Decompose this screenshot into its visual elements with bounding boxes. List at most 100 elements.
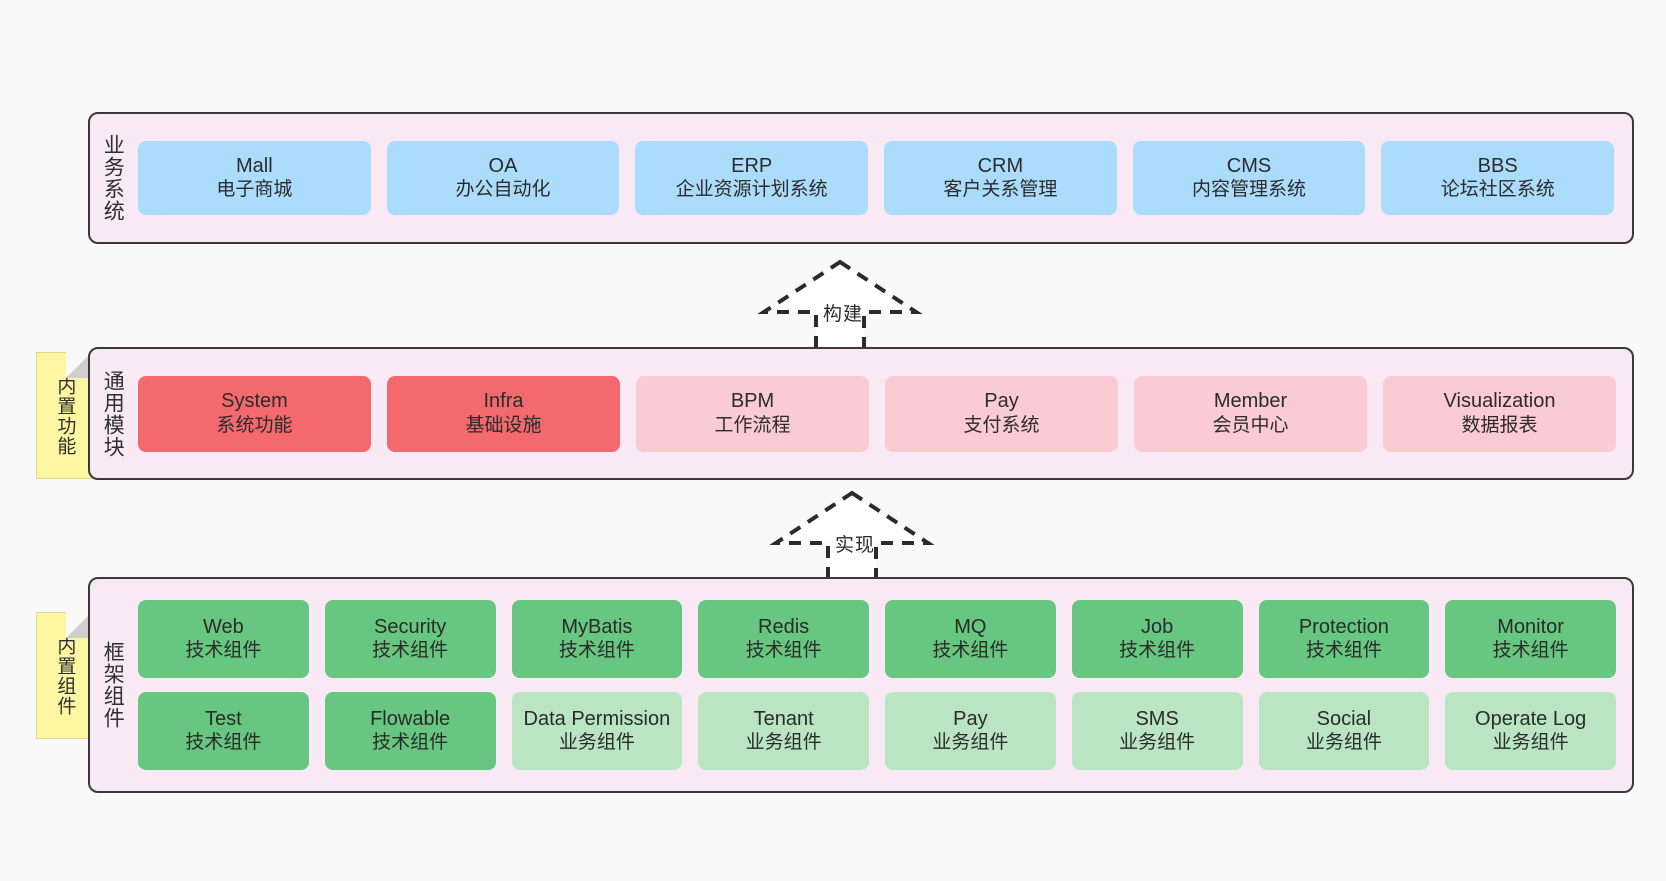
layer-label-common-modules: 通用模块	[101, 369, 125, 458]
card-title: Member	[1213, 390, 1288, 413]
card-subtitle: 业务组件	[1119, 732, 1196, 754]
layer-label-framework-components: 框架组件	[101, 641, 125, 729]
card-subtitle: 技术组件	[1305, 640, 1382, 662]
card-title: Monitor	[1497, 615, 1564, 638]
card-social[interactable]: Social 业务组件	[1258, 692, 1430, 770]
card-operate-log[interactable]: Operate Log 业务组件	[1445, 692, 1616, 770]
card-subtitle: 技术组件	[558, 640, 635, 662]
card-title: Social	[1316, 707, 1372, 730]
card-title: Pay	[953, 707, 988, 730]
layer-body-common-modules: System 系统功能 Infra 基础设施 BPM 工作流程 Pay 支付系统…	[134, 349, 1632, 478]
card-row: System 系统功能 Infra 基础设施 BPM 工作流程 Pay 支付系统…	[138, 375, 1616, 452]
card-subtitle: 电子商城	[216, 179, 293, 201]
card-title: BPM	[730, 390, 775, 413]
card-title: Mall	[236, 154, 273, 177]
sticky-note-builtin-components: 内置组件	[36, 612, 92, 739]
card-oa[interactable]: OA 办公自动化	[386, 141, 620, 215]
card-title: Security	[374, 615, 447, 638]
card-title: MQ	[954, 615, 987, 638]
card-subtitle: 支付系统	[963, 414, 1040, 436]
card-test[interactable]: Test 技术组件	[138, 692, 309, 770]
arrow-build: 构建	[757, 258, 923, 352]
card-subtitle: 业务组件	[1305, 732, 1382, 754]
card-mybatis[interactable]: MyBatis 技术组件	[511, 600, 683, 678]
card-subtitle: 企业资源计划系统	[675, 179, 828, 201]
card-flowable[interactable]: Flowable 技术组件	[324, 692, 496, 770]
card-subtitle: 业务组件	[558, 732, 635, 754]
sticky-note-label: 内置组件	[54, 635, 76, 716]
card-subtitle: 客户关系管理	[943, 179, 1058, 201]
card-cms[interactable]: CMS 内容管理系统	[1132, 141, 1366, 215]
card-crm[interactable]: CRM 客户关系管理	[884, 141, 1117, 215]
card-title: SMS	[1135, 707, 1179, 730]
layer-label-business-systems: 业务系统	[101, 134, 125, 222]
layer-body-business-systems: Mall 电子商城 OA 办公自动化 ERP 企业资源计划系统 CRM 客户关系…	[134, 114, 1632, 242]
card-title: Operate Log	[1475, 707, 1587, 730]
card-title: Flowable	[370, 707, 451, 730]
layer-framework-components: 框架组件 Web 技术组件 Security 技术组件 MyBatis 技术组件…	[88, 577, 1634, 793]
sticky-note-label: 内置功能	[54, 375, 76, 456]
card-member[interactable]: Member 会员中心	[1134, 375, 1367, 452]
card-subtitle: 业务组件	[745, 732, 822, 754]
arrow-implement-label: 实现	[834, 535, 875, 556]
card-title: Data Permission	[523, 707, 671, 730]
card-subtitle: 办公自动化	[455, 179, 551, 201]
card-subtitle: 业务组件	[1492, 732, 1569, 754]
card-title: MyBatis	[561, 615, 633, 638]
card-erp[interactable]: ERP 企业资源计划系统	[635, 141, 869, 215]
card-title: Tenant	[753, 707, 814, 730]
card-protection[interactable]: Protection 技术组件	[1258, 600, 1430, 678]
card-subtitle: 会员中心	[1212, 414, 1289, 436]
card-subtitle: 技术组件	[185, 640, 262, 662]
card-bpm[interactable]: BPM 工作流程	[636, 375, 869, 452]
card-infra[interactable]: Infra 基础设施	[387, 375, 620, 452]
card-row: Web 技术组件 Security 技术组件 MyBatis 技术组件 Redi…	[138, 600, 1616, 678]
card-tenant[interactable]: Tenant 业务组件	[698, 692, 869, 770]
card-subtitle: 基础设施	[465, 414, 542, 436]
card-pay[interactable]: Pay 支付系统	[885, 375, 1118, 452]
card-subtitle: 工作流程	[714, 414, 791, 436]
card-title: ERP	[731, 154, 773, 177]
card-row: Mall 电子商城 OA 办公自动化 ERP 企业资源计划系统 CRM 客户关系…	[138, 141, 1615, 215]
card-sms[interactable]: SMS 业务组件	[1071, 692, 1243, 770]
card-subtitle: 内容管理系统	[1192, 179, 1307, 201]
card-title: Web	[202, 615, 244, 638]
layer-common-modules: 通用模块 System 系统功能 Infra 基础设施 BPM 工作流程 Pay…	[88, 347, 1634, 480]
card-pay-component[interactable]: Pay 业务组件	[885, 692, 1056, 770]
card-job[interactable]: Job 技术组件	[1071, 600, 1243, 678]
card-title: Job	[1141, 615, 1174, 638]
card-visualization[interactable]: Visualization 数据报表	[1383, 375, 1616, 452]
arrow-implement: 实现	[769, 489, 935, 583]
card-subtitle: 技术组件	[372, 640, 449, 662]
card-title: OA	[488, 154, 518, 177]
card-subtitle: 数据报表	[1461, 414, 1538, 436]
card-title: CMS	[1226, 154, 1272, 177]
card-row: Test 技术组件 Flowable 技术组件 Data Permission …	[138, 692, 1616, 770]
card-title: Protection	[1298, 615, 1389, 638]
card-mall[interactable]: Mall 电子商城	[138, 141, 371, 215]
card-mq[interactable]: MQ 技术组件	[885, 600, 1056, 678]
card-web[interactable]: Web 技术组件	[138, 600, 309, 678]
card-title: Infra	[483, 390, 524, 413]
card-monitor[interactable]: Monitor 技术组件	[1445, 600, 1616, 678]
card-title: Visualization	[1443, 390, 1556, 413]
card-subtitle: 技术组件	[745, 640, 822, 662]
card-redis[interactable]: Redis 技术组件	[698, 600, 869, 678]
card-bbs[interactable]: BBS 论坛社区系统	[1381, 141, 1615, 215]
card-subtitle: 技术组件	[932, 640, 1009, 662]
card-title: CRM	[977, 154, 1024, 177]
card-subtitle: 技术组件	[1492, 640, 1569, 662]
card-title: System	[221, 390, 288, 413]
card-title: BBS	[1477, 154, 1518, 177]
layer-body-framework-components: Web 技术组件 Security 技术组件 MyBatis 技术组件 Redi…	[134, 579, 1632, 791]
card-subtitle: 技术组件	[372, 732, 449, 754]
card-title: Pay	[984, 390, 1019, 413]
arrow-build-label: 构建	[822, 304, 863, 325]
card-subtitle: 系统功能	[216, 414, 293, 436]
sticky-note-builtin-features: 内置功能	[36, 352, 92, 479]
card-subtitle: 技术组件	[1119, 640, 1196, 662]
card-system[interactable]: System 系统功能	[138, 375, 371, 452]
card-security[interactable]: Security 技术组件	[324, 600, 496, 678]
card-data-permission[interactable]: Data Permission 业务组件	[511, 692, 683, 770]
